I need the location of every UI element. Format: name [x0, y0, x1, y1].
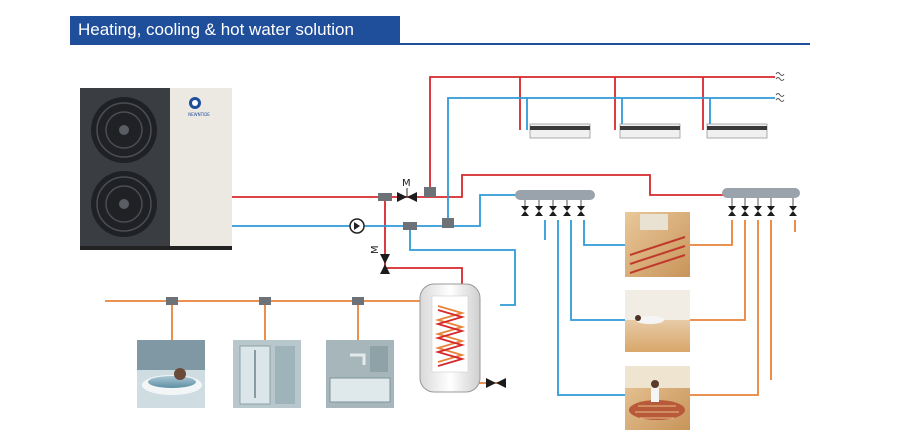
fan-icon — [91, 97, 157, 163]
brand-logo-icon — [189, 97, 201, 109]
floor-heating-image — [625, 212, 690, 277]
valve-icon — [563, 206, 571, 216]
cold-water-pipes — [232, 97, 775, 396]
sink-image — [326, 340, 394, 408]
motor-valve-side: M — [370, 245, 390, 274]
valve-icon — [767, 206, 775, 216]
valve-icon — [521, 206, 529, 216]
title-banner: Heating, cooling & hot water solution — [70, 16, 400, 44]
valve-icon — [577, 206, 585, 216]
living-room-image — [625, 290, 690, 352]
fan-icon — [91, 171, 157, 237]
manifold-hot — [722, 188, 800, 198]
valve-icon — [741, 206, 749, 216]
motor-valve-top: M — [397, 178, 417, 202]
motor-label: M — [402, 178, 411, 189]
valve-icon — [754, 206, 762, 216]
heat-pump-unit: NEWNTIDE — [80, 88, 232, 250]
valve-icon — [535, 206, 543, 216]
hot-water-tank — [419, 283, 481, 393]
brand-label: NEWNTIDE — [188, 112, 210, 117]
valve-icon — [549, 206, 557, 216]
shower-image — [233, 340, 301, 408]
manifold-cold — [515, 190, 595, 200]
motor-label: M — [370, 245, 381, 254]
valve-icon — [380, 254, 390, 274]
page-title: Heating, cooling & hot water solution — [78, 20, 354, 39]
bedroom-image — [625, 366, 690, 430]
title-underline — [70, 43, 810, 45]
bathtub-image — [137, 340, 205, 408]
pipe-tees — [166, 187, 454, 305]
circulation-pump-icon — [349, 218, 365, 234]
continuation-mark-icon — [775, 72, 785, 102]
fan-coil-unit — [706, 123, 768, 139]
fan-coil-unit — [529, 123, 591, 139]
valve-icon — [486, 378, 506, 388]
hot-water-pipes — [232, 76, 775, 368]
tank-outlet-valve — [486, 378, 506, 388]
fan-coil-unit — [619, 123, 681, 139]
valve-icon — [728, 206, 736, 216]
manifold-valves — [521, 206, 797, 216]
valve-icon — [789, 206, 797, 216]
